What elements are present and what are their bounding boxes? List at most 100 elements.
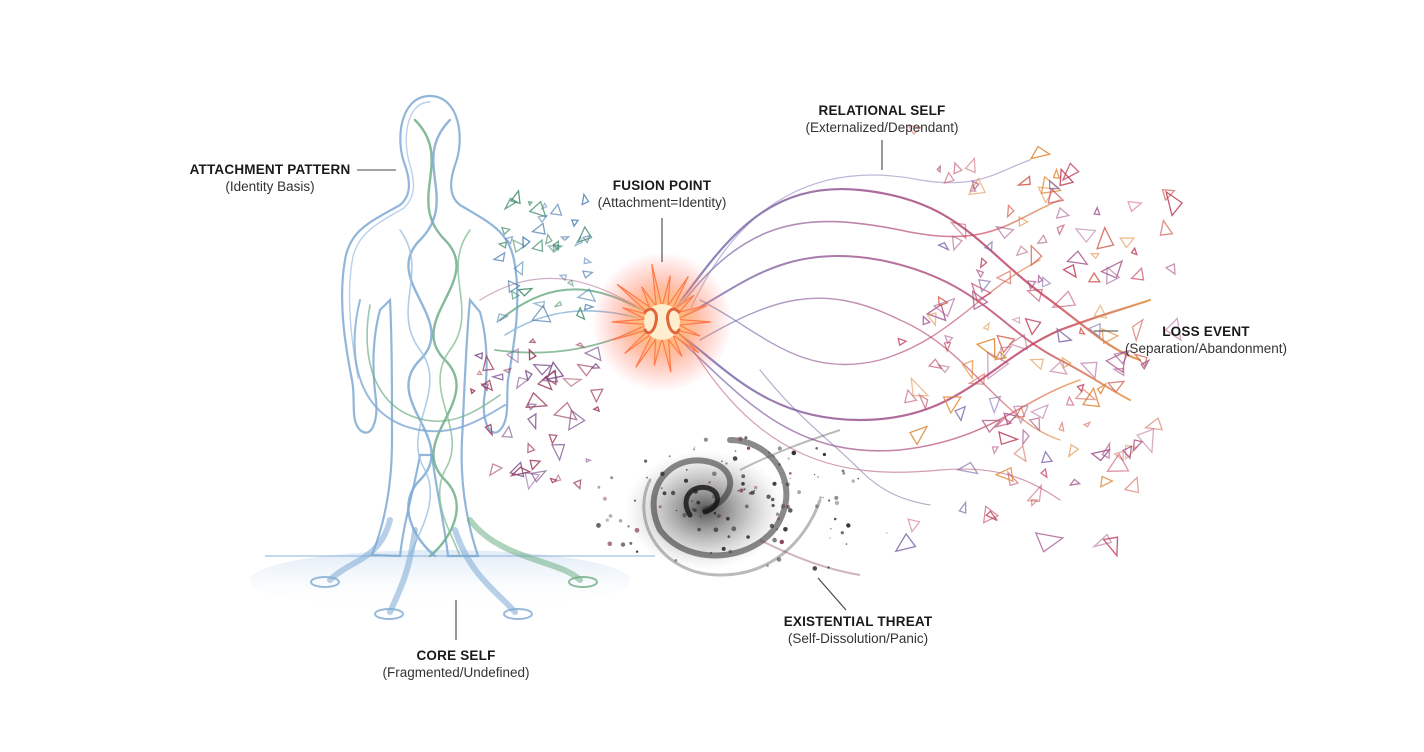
core-self-figure bbox=[310, 94, 598, 620]
fragment-shard bbox=[1087, 322, 1101, 339]
fragment-shard bbox=[1132, 439, 1144, 453]
fusion-point-subtitle: (Attachment=Identity) bbox=[597, 194, 727, 210]
vortex-speck bbox=[797, 490, 801, 495]
vortex-speck bbox=[716, 514, 721, 519]
fragment-shard bbox=[1130, 246, 1138, 256]
fragment-shard bbox=[1123, 476, 1140, 494]
fragment-shard bbox=[1118, 237, 1136, 249]
relational-self-strands bbox=[666, 159, 1152, 506]
fragment-shard bbox=[1104, 350, 1128, 374]
fragment-shard bbox=[1037, 273, 1044, 284]
fragment-shard bbox=[994, 466, 1014, 483]
vortex-speck bbox=[713, 511, 717, 515]
fragment-shard bbox=[993, 350, 1008, 361]
fragment-shard bbox=[1022, 428, 1030, 447]
fragment-shard bbox=[1011, 316, 1021, 325]
label-loss-event: LOSS EVENT (Separation/Abandonment) bbox=[1112, 324, 1300, 358]
fragment-shard bbox=[979, 256, 988, 269]
vortex-speck bbox=[846, 523, 851, 528]
vortex-speck bbox=[788, 508, 793, 513]
fragment-shard bbox=[964, 156, 976, 174]
fragment-shard bbox=[994, 225, 1015, 240]
fragment-shard bbox=[932, 297, 956, 318]
fragment-shard bbox=[958, 500, 967, 514]
vortex-speck bbox=[841, 469, 845, 473]
vortex-speck bbox=[766, 494, 771, 499]
fragment-shard bbox=[951, 235, 963, 252]
fragment-shard bbox=[528, 200, 547, 218]
fragment-shard bbox=[549, 203, 563, 216]
attachment-pattern-title: ATTACHMENT PATTERN bbox=[189, 162, 351, 177]
attachment-pattern-subtitle: (Identity Basis) bbox=[225, 178, 315, 194]
loss-event-title: LOSS EVENT bbox=[1162, 324, 1250, 339]
label-existential-threat: EXISTENTIAL THREAT (Self-Dissolution/Pan… bbox=[763, 614, 953, 648]
vortex-speck bbox=[833, 517, 837, 521]
vortex-speck bbox=[721, 460, 723, 462]
fragment-shard bbox=[983, 240, 993, 252]
fragment-shard bbox=[1130, 266, 1145, 281]
vortex-speck bbox=[783, 527, 788, 532]
existential-threat-vortex bbox=[625, 429, 861, 577]
vortex-speck bbox=[620, 542, 626, 547]
vortex-speck bbox=[670, 490, 676, 496]
fragment-shard bbox=[524, 369, 533, 382]
vortex-speck bbox=[691, 500, 693, 502]
fragment-shard bbox=[955, 461, 979, 475]
fragment-shard bbox=[1066, 250, 1089, 266]
label-fusion-point: FUSION POINT (Attachment=Identity) bbox=[577, 178, 747, 212]
vortex-speck bbox=[744, 436, 748, 440]
vortex-speck bbox=[773, 455, 775, 458]
vortex-speck bbox=[769, 523, 775, 529]
fragment-shard bbox=[1121, 445, 1133, 460]
fragment-shard bbox=[529, 459, 542, 471]
fragment-shard bbox=[558, 274, 568, 282]
fragment-shard bbox=[570, 219, 580, 228]
fragment-shard bbox=[583, 303, 596, 311]
fragment-shard bbox=[576, 288, 597, 303]
fragment-shard bbox=[982, 321, 990, 331]
fragment-shard bbox=[524, 472, 541, 491]
fragment-shard bbox=[566, 279, 575, 288]
fragment-shard bbox=[1143, 417, 1164, 431]
fragment-shard bbox=[502, 367, 513, 374]
vortex-speck bbox=[685, 469, 688, 471]
fragment-shard bbox=[1052, 167, 1061, 179]
vortex-speck bbox=[610, 476, 614, 480]
vortex-speck bbox=[766, 564, 769, 568]
vortex-speck bbox=[770, 497, 775, 502]
fragment-shard bbox=[1082, 421, 1092, 428]
fragment-shard bbox=[1089, 252, 1100, 260]
fragment-shard bbox=[1164, 263, 1176, 276]
fragment-shard bbox=[1055, 206, 1071, 219]
vortex-speck bbox=[644, 459, 648, 463]
fragment-shard bbox=[1087, 271, 1102, 283]
fragment-shard bbox=[484, 423, 494, 437]
vortex-speck bbox=[712, 471, 717, 477]
vortex-speck bbox=[646, 476, 648, 479]
vortex-speck bbox=[713, 527, 719, 533]
fragment-shard bbox=[531, 300, 546, 309]
fragment-shard bbox=[1127, 200, 1143, 213]
vortex-speck bbox=[787, 457, 790, 460]
fragment-shard bbox=[507, 279, 521, 294]
vortex-speck bbox=[674, 559, 678, 562]
fragment-shard bbox=[1096, 382, 1108, 395]
core-self-subtitle: (Fragmented/Undefined) bbox=[382, 664, 530, 680]
fragment-shard bbox=[1014, 405, 1026, 419]
fragment-shard bbox=[1067, 443, 1080, 458]
fragment-shard bbox=[592, 406, 601, 413]
fragment-shard bbox=[540, 202, 548, 210]
fragment-shard bbox=[1056, 224, 1066, 237]
fragment-shard bbox=[1015, 245, 1029, 257]
relational-self-title: RELATIONAL SELF bbox=[818, 103, 946, 118]
fragment-shard bbox=[515, 376, 530, 390]
vortex-speck bbox=[728, 549, 733, 554]
fragment-shard bbox=[996, 334, 1016, 354]
fragment-shard bbox=[574, 342, 586, 349]
fragment-shard bbox=[1024, 317, 1042, 336]
fragment-shard bbox=[567, 409, 586, 432]
fragment-shard bbox=[1039, 467, 1048, 479]
fragment-shard bbox=[1059, 167, 1075, 187]
vortex-speck bbox=[776, 517, 781, 521]
